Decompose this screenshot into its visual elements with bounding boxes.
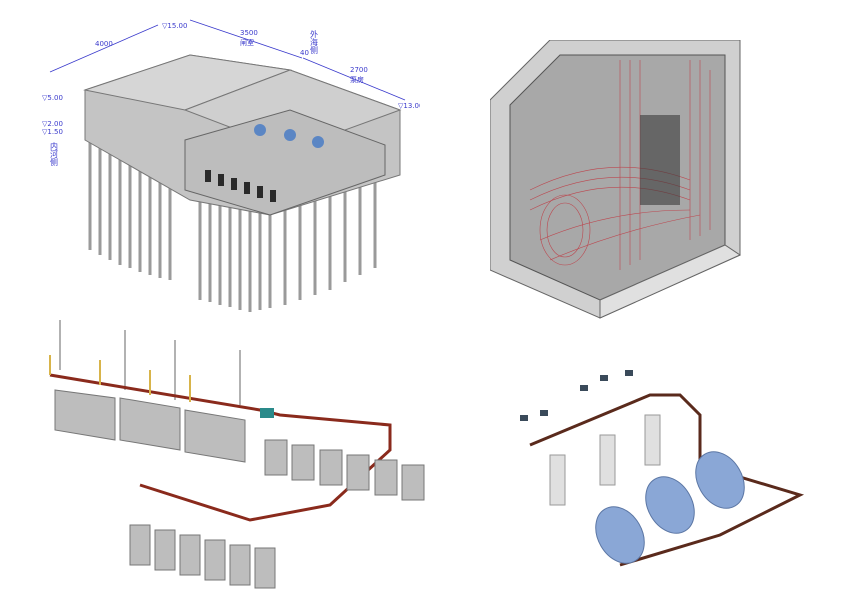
- inner-side-label: 内河侧: [50, 141, 59, 167]
- dimension-3: 40: [300, 49, 309, 57]
- elevation-1: ▽15.00: [162, 22, 187, 30]
- wireframe-lines: [529, 60, 711, 270]
- dimension-4: 2700: [350, 66, 368, 74]
- pump-motor-icons: [254, 124, 324, 148]
- dimension-2: 3500: [240, 29, 258, 37]
- main-pipe: [529, 393, 805, 567]
- pump-units: [595, 451, 745, 564]
- foundation-piles: [88, 140, 377, 312]
- pump-unit-pipeline-model: [500, 355, 810, 585]
- pipe-yellow: [49, 355, 191, 402]
- section-label-1: 闸室: [240, 38, 254, 47]
- gate-panels: [54, 389, 425, 589]
- elevation-3: ▽2.00: [42, 120, 63, 128]
- dimension-1: 4000: [95, 40, 113, 48]
- section-label-2: 泵房: [350, 75, 364, 84]
- elevation-5: ▽13.00: [398, 102, 420, 110]
- elevation-2: ▽5.00: [42, 94, 63, 102]
- flow-passage-wireframe-model: [490, 40, 745, 320]
- gate-pipeline-layout-model: [40, 320, 440, 590]
- outer-side-label: 外海侧: [310, 29, 319, 55]
- pump-station-structure-model: 4000 3500 闸室 40 2700 泵房 ▽15.00 ▽5.00 ▽2.…: [40, 10, 420, 320]
- elevation-4: ▽1.50: [42, 128, 63, 136]
